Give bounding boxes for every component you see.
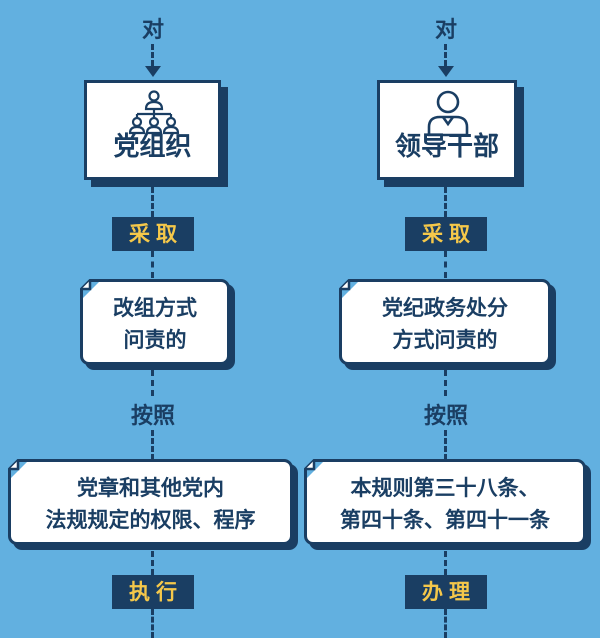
- note-line: 本规则第三十八条、: [350, 476, 540, 500]
- arrow-down-icon: [438, 66, 454, 77]
- note-line: 法规规定的权限、程序: [45, 508, 256, 532]
- folded-corner-icon: [339, 279, 361, 301]
- organization-hierarchy-icon: [128, 90, 180, 135]
- connector: [444, 44, 447, 66]
- left-by-label: 按照: [130, 404, 175, 429]
- connector: [151, 370, 154, 396]
- note-line: 改组方式: [113, 296, 197, 320]
- right-by-label: 按照: [423, 404, 468, 429]
- folded-corner-icon: [8, 459, 30, 481]
- connector: [151, 251, 154, 278]
- left-to-label: 对: [141, 18, 164, 43]
- box-title: 党组织: [113, 132, 192, 162]
- connector: [151, 187, 154, 217]
- left-measure-note: 改组方式 问责的: [80, 279, 230, 365]
- connector: [151, 551, 154, 575]
- person-icon: [427, 90, 469, 137]
- note-line: 第四十条、第四十一条: [340, 508, 550, 532]
- leading-cadre-box: 领导干部: [377, 80, 517, 180]
- note-line: 问责的: [123, 328, 187, 352]
- right-basis-note: 本规则第三十八条、 第四十条、第四十一条: [304, 459, 586, 545]
- folded-corner-icon: [80, 279, 102, 301]
- arrow-down-icon: [145, 66, 161, 77]
- box-title: 领导干部: [394, 132, 499, 162]
- take-tag: 采取: [112, 217, 194, 251]
- connector: [151, 609, 154, 638]
- connector: [444, 187, 447, 217]
- execute-tag: 执行: [112, 575, 194, 609]
- connector: [444, 251, 447, 278]
- left-basis-note: 党章和其他党内 法规规定的权限、程序: [8, 459, 293, 545]
- take-tag: 采取: [405, 217, 487, 251]
- right-measure-note: 党纪政务处分 方式问责的: [339, 279, 551, 365]
- note-line: 方式问责的: [392, 328, 498, 352]
- folded-corner-icon: [304, 459, 326, 481]
- connector: [444, 551, 447, 575]
- right-to-label: 对: [434, 18, 457, 43]
- connector: [444, 370, 447, 396]
- handle-tag: 办理: [405, 575, 487, 609]
- note-line: 党纪政务处分: [382, 296, 508, 320]
- connector: [151, 430, 154, 460]
- note-line: 党章和其他党内: [77, 476, 224, 500]
- connector: [151, 44, 154, 66]
- connector: [444, 430, 447, 460]
- connector: [444, 609, 447, 638]
- party-organization-box: 党组织: [84, 80, 221, 180]
